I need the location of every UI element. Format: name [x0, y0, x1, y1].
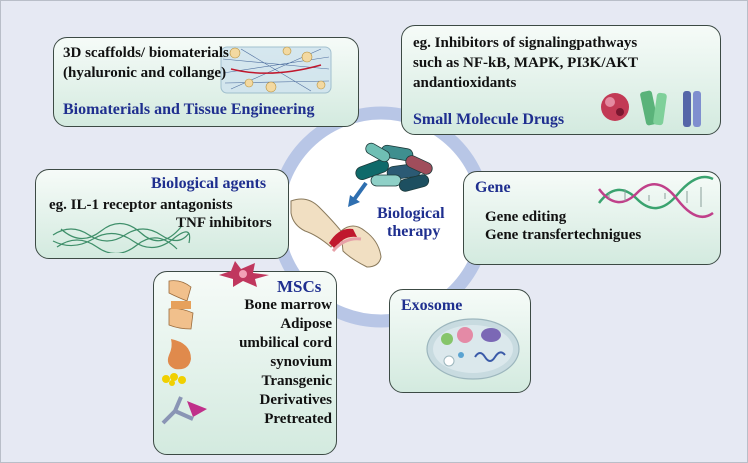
small-molecule-box [401, 25, 721, 135]
joint-icon [290, 198, 382, 268]
exosome-title: Exosome [401, 297, 463, 314]
small-molecule-title: Small Molecule Drugs [413, 111, 565, 128]
small-molecule-line-3: andantioxidants [413, 75, 517, 91]
exosome-vesicle-icon [426, 318, 520, 380]
biomaterials-title: Biomaterials and Tissue Engineering [63, 101, 315, 118]
biomaterials-line-2: (hyaluronic and collange) [63, 65, 227, 81]
mscs-item-3: umbilical cord [239, 335, 332, 351]
fiber-network-icon [52, 222, 191, 253]
drug-molecule-icon [601, 90, 701, 127]
mscs-item-4: synovium [270, 354, 332, 370]
capsules-icon [355, 142, 433, 192]
small-molecule-line-2: such as NF-kB, MAPK, PI3K/AKT [413, 55, 639, 71]
gene-line-1: Gene editing [485, 209, 567, 225]
cell-icon [219, 261, 269, 287]
joint-icon [168, 280, 194, 330]
mscs-title: MSCs [277, 277, 322, 296]
biological-agents-line-2: TNF inhibitors [176, 215, 272, 231]
gene-line-2: Gene transfertechnigues [485, 227, 642, 243]
mscs-item-6: Derivatives [259, 392, 332, 408]
biological-agents-title: Biological agents [151, 175, 267, 192]
arrow-icon [348, 181, 368, 207]
biological-agents-box [35, 169, 289, 259]
biomaterials-line-1: 3D scaffolds/ biomaterials [63, 45, 229, 61]
fat-tissue-icon [162, 373, 186, 386]
mscs-item-1: Bone marrow [244, 297, 332, 313]
fat-tissue-icon [167, 339, 191, 370]
small-molecule-line-1: eg. Inhibitors of signalingpathways [413, 35, 638, 51]
gene-title: Gene [475, 179, 511, 196]
mscs-item-5: Transgenic [261, 373, 332, 389]
gene-box [463, 171, 721, 265]
center-title-line1: Biological [377, 205, 445, 222]
dna-helix-icon [598, 175, 714, 218]
mscs-item-2: Adipose [280, 316, 332, 332]
biological-agents-line-1: eg. IL-1 receptor antagonists [49, 197, 233, 213]
center-title-line2: therapy [387, 223, 441, 240]
scaffold-icon [220, 46, 332, 94]
mscs-item-7: Pretreated [264, 411, 332, 427]
antibody-icon [161, 396, 207, 425]
